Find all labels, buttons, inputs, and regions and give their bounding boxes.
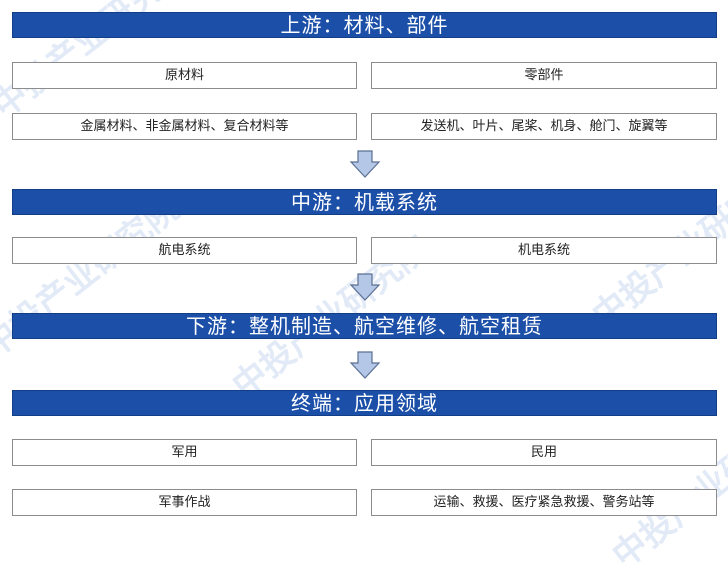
military-detail-box: 军事作战 xyxy=(12,489,357,516)
components-detail-box: 发送机、叶片、尾桨、机身、舱门、旋翼等 xyxy=(371,113,717,140)
upstream-title-bar: 上游：材料、部件 xyxy=(12,12,717,38)
components-box: 零部件 xyxy=(371,62,717,89)
downstream-title-bar: 下游：整机制造、航空维修、航空租赁 xyxy=(12,313,717,339)
watermark: 中投产业研究院 xyxy=(605,398,728,577)
civil-detail-box: 运输、救援、医疗紧急救援、警务站等 xyxy=(371,489,717,516)
down-arrow-icon xyxy=(349,150,381,178)
military-box: 军用 xyxy=(12,439,357,466)
electromechanical-system-box: 机电系统 xyxy=(371,237,717,264)
terminal-title-bar: 终端：应用领域 xyxy=(12,390,717,416)
raw-materials-detail-box: 金属材料、非金属材料、复合材料等 xyxy=(12,113,357,140)
avionics-system-box: 航电系统 xyxy=(12,237,357,264)
down-arrow-icon xyxy=(349,351,381,379)
raw-materials-box: 原材料 xyxy=(12,62,357,89)
civil-box: 民用 xyxy=(371,439,717,466)
midstream-title-bar: 中游：机载系统 xyxy=(12,189,717,215)
down-arrow-icon xyxy=(349,273,381,301)
